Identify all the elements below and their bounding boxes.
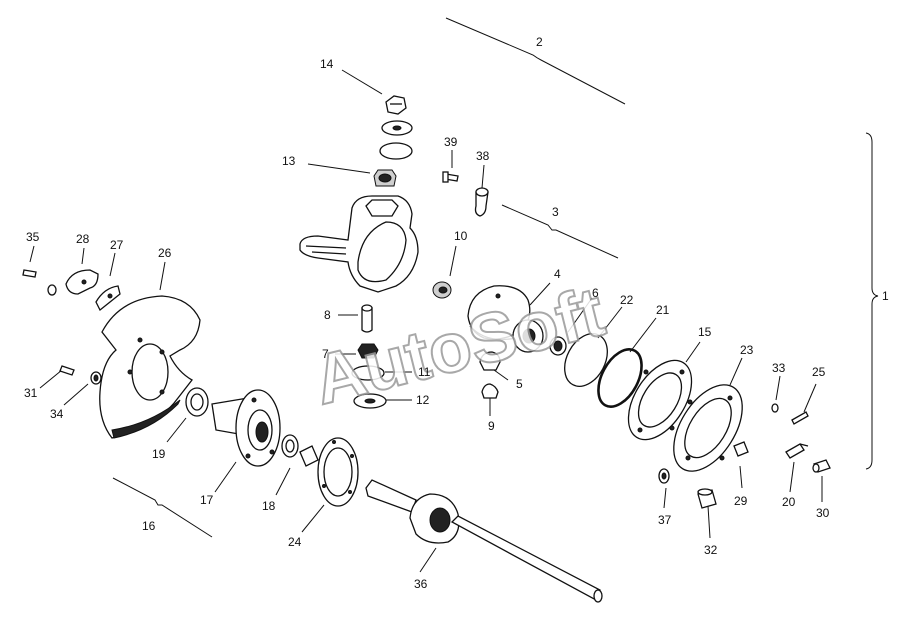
callout-30: 30 (816, 506, 830, 520)
callout-19: 19 (152, 447, 166, 461)
callout-15: 15 (698, 325, 712, 339)
callout-24: 24 (288, 535, 302, 549)
bracket-group-1 (865, 132, 879, 470)
part-39-bolt (442, 171, 459, 183)
part-8-kingpin (361, 304, 373, 333)
callout-11: 11 (418, 365, 431, 379)
callout-16: 16 (142, 519, 156, 533)
part-23-cover (673, 384, 743, 472)
callout-34: 34 (50, 407, 64, 421)
callout-39: 39 (444, 135, 458, 149)
part-6-seal (549, 336, 567, 356)
callout-36: 36 (414, 577, 428, 591)
callout-35: 35 (26, 230, 40, 244)
callout-17: 17 (200, 493, 214, 507)
callout-37: 37 (658, 513, 672, 527)
part-10-bushing (432, 281, 452, 299)
leader-lines (29, 69, 823, 573)
part-washer-small (47, 284, 57, 296)
callout-38: 38 (476, 149, 490, 163)
part-19-bearing (185, 387, 209, 417)
part-15-plate (627, 359, 693, 441)
part-7-bushing (357, 343, 379, 359)
part-14-nut (385, 95, 407, 115)
callout-14: 14 (320, 57, 334, 71)
part-28-clip (65, 269, 99, 295)
part-25-pin (791, 411, 809, 425)
part-17-hub (211, 389, 281, 467)
autosoft-watermark: AutoSoft (305, 271, 613, 420)
callout-29: 29 (734, 494, 748, 508)
callout-31: 31 (24, 386, 38, 400)
callout-13: 13 (282, 154, 296, 168)
callout-3: 3 (552, 205, 559, 219)
part-31-pin (59, 365, 75, 376)
callout-8: 8 (324, 308, 331, 322)
bracket-group-3 (501, 204, 619, 259)
part-32-bushing (697, 488, 717, 509)
part-21-oring (597, 348, 643, 408)
part-27-bracket (95, 285, 121, 312)
part-29-bolt (733, 441, 749, 457)
callout-7: 7 (322, 347, 329, 361)
callout-9: 9 (488, 419, 495, 433)
callout-27: 27 (110, 238, 124, 252)
callout-2: 2 (536, 35, 543, 49)
callout-26: 26 (158, 246, 172, 260)
callout-32: 32 (704, 543, 718, 557)
svg-text:AutoSoft: AutoSoft (306, 272, 612, 419)
callout-20: 20 (782, 495, 796, 509)
callout-33: 33 (772, 361, 786, 375)
part-13-bushing (373, 169, 397, 187)
part-washer-upper (379, 120, 413, 160)
callout-21: 21 (656, 303, 670, 317)
callout-1: 1 (882, 289, 889, 303)
callout-12: 12 (416, 393, 430, 407)
callout-23: 23 (740, 343, 754, 357)
callout-labels: 1 2 3 4 5 6 7 8 9 10 11 12 13 14 15 16 1… (24, 35, 889, 591)
part-26-shield (99, 295, 201, 439)
part-20-pin (785, 443, 809, 459)
callout-28: 28 (76, 232, 90, 246)
part-34-washer (90, 371, 102, 385)
part-steering-knuckle (299, 195, 419, 293)
bracket-group-16 (112, 477, 213, 538)
part-36-axle-shaft (365, 479, 603, 603)
part-35-pin (22, 269, 37, 278)
callout-10: 10 (454, 229, 468, 243)
part-38-fitting (474, 187, 489, 217)
part-4-ball (467, 285, 544, 353)
callout-25: 25 (812, 365, 826, 379)
callout-6: 6 (592, 286, 599, 300)
part-30-bolt (812, 459, 831, 473)
part-9-cap (481, 383, 499, 399)
part-33-washer (771, 403, 779, 413)
part-5-cap (479, 351, 501, 371)
callout-5: 5 (516, 377, 523, 391)
part-18-bearing (281, 434, 319, 467)
part-37-washer (658, 468, 670, 484)
bracket-group-2 (445, 17, 626, 105)
callout-22: 22 (620, 293, 634, 307)
part-22-ring (564, 333, 608, 387)
callout-18: 18 (262, 499, 276, 513)
part-12-washer (353, 393, 387, 409)
part-24-gasket (317, 437, 359, 507)
callout-4: 4 (554, 267, 561, 281)
part-11-washer (351, 365, 385, 381)
